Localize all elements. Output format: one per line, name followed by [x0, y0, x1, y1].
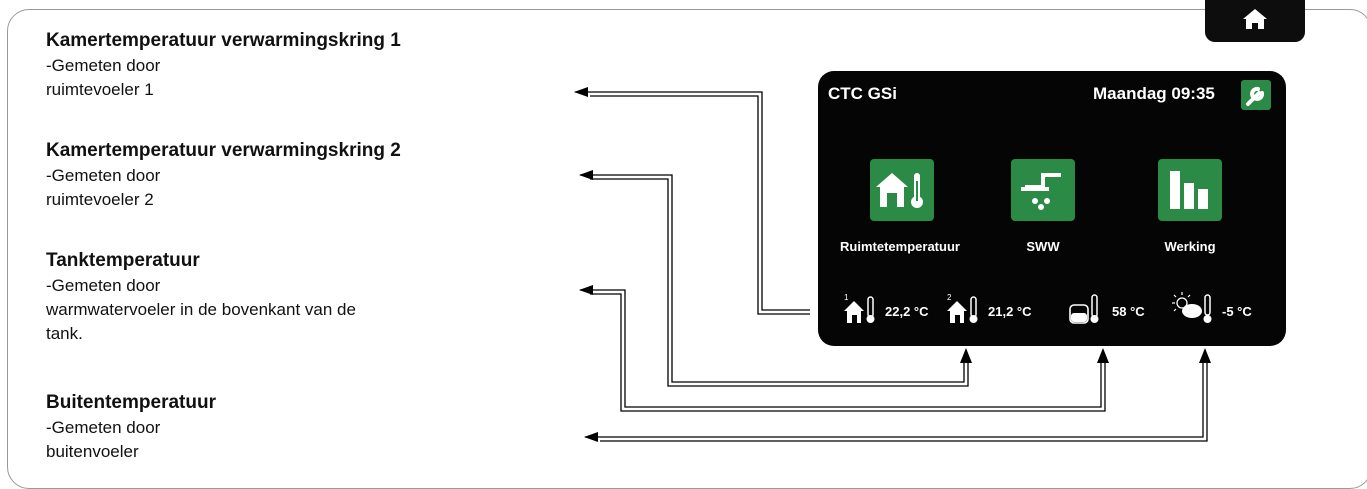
reading-index: 1 [844, 293, 849, 302]
description-tank: Tanktemperatuur -Gemeten door warmwaterv… [46, 248, 356, 346]
reading-value: -5 °C [1222, 304, 1252, 319]
description-line: -Gemeten door [46, 166, 161, 185]
home-button[interactable] [1205, 0, 1305, 42]
wrench-icon [1246, 86, 1265, 106]
tile-sww[interactable] [1011, 159, 1075, 221]
reading-index: 2 [947, 293, 952, 302]
shower-icon [1021, 173, 1061, 210]
description-title: Tanktemperatuur [46, 250, 200, 271]
description-title: Buitentemperatuur [46, 392, 216, 413]
description-line: tank. [46, 324, 83, 343]
screen-title: CTC GSi [828, 84, 897, 103]
description-title: Kamertemperatuur verwarmingskring 1 [46, 30, 401, 51]
description-line: warmwatervoeler in de bovenkant van de [46, 300, 356, 319]
description-circuit-1: Kamertemperatuur verwarmingskring 1 -Gem… [46, 28, 401, 102]
description-outdoor: Buitentemperatuur -Gemeten door buitenvo… [46, 390, 216, 464]
tile-label: Werking [1164, 239, 1216, 254]
description-line: ruimtevoeler 2 [46, 190, 154, 209]
description-title: Kamertemperatuur verwarmingskring 2 [46, 140, 401, 161]
description-line: ruimtevoeler 1 [46, 80, 154, 99]
connector-arrows [574, 87, 1211, 442]
tile-label: Ruimtetemperatuur [840, 239, 960, 254]
settings-button[interactable] [1241, 80, 1271, 110]
bar-chart-icon [1170, 171, 1208, 209]
house-thermometer-icon [876, 173, 923, 208]
house-thermometer-icon: 1 [844, 293, 875, 323]
reading-value: 21,2 °C [988, 304, 1032, 319]
sun-cloud-thermometer-icon [1172, 292, 1212, 323]
device-screen: CTC GSi Maandag 09:35 Ruimtet [818, 71, 1286, 346]
description-circuit-2: Kamertemperatuur verwarmingskring 2 -Gem… [46, 138, 401, 212]
tile-room-temperature[interactable] [870, 159, 934, 221]
home-icon [1243, 9, 1267, 29]
tile-label: SWW [1026, 239, 1060, 254]
tile-werking[interactable] [1158, 159, 1222, 221]
reading-value: 58 °C [1112, 304, 1145, 319]
reading-value: 22,2 °C [885, 304, 929, 319]
description-line: -Gemeten door [46, 56, 161, 75]
tank-thermometer-icon [1069, 294, 1099, 324]
description-line: -Gemeten door [46, 276, 161, 295]
description-line: buitenvoeler [46, 442, 139, 461]
description-line: -Gemeten door [46, 418, 161, 437]
house-thermometer-icon: 2 [947, 293, 978, 323]
screen-datetime: Maandag 09:35 [1093, 84, 1215, 103]
